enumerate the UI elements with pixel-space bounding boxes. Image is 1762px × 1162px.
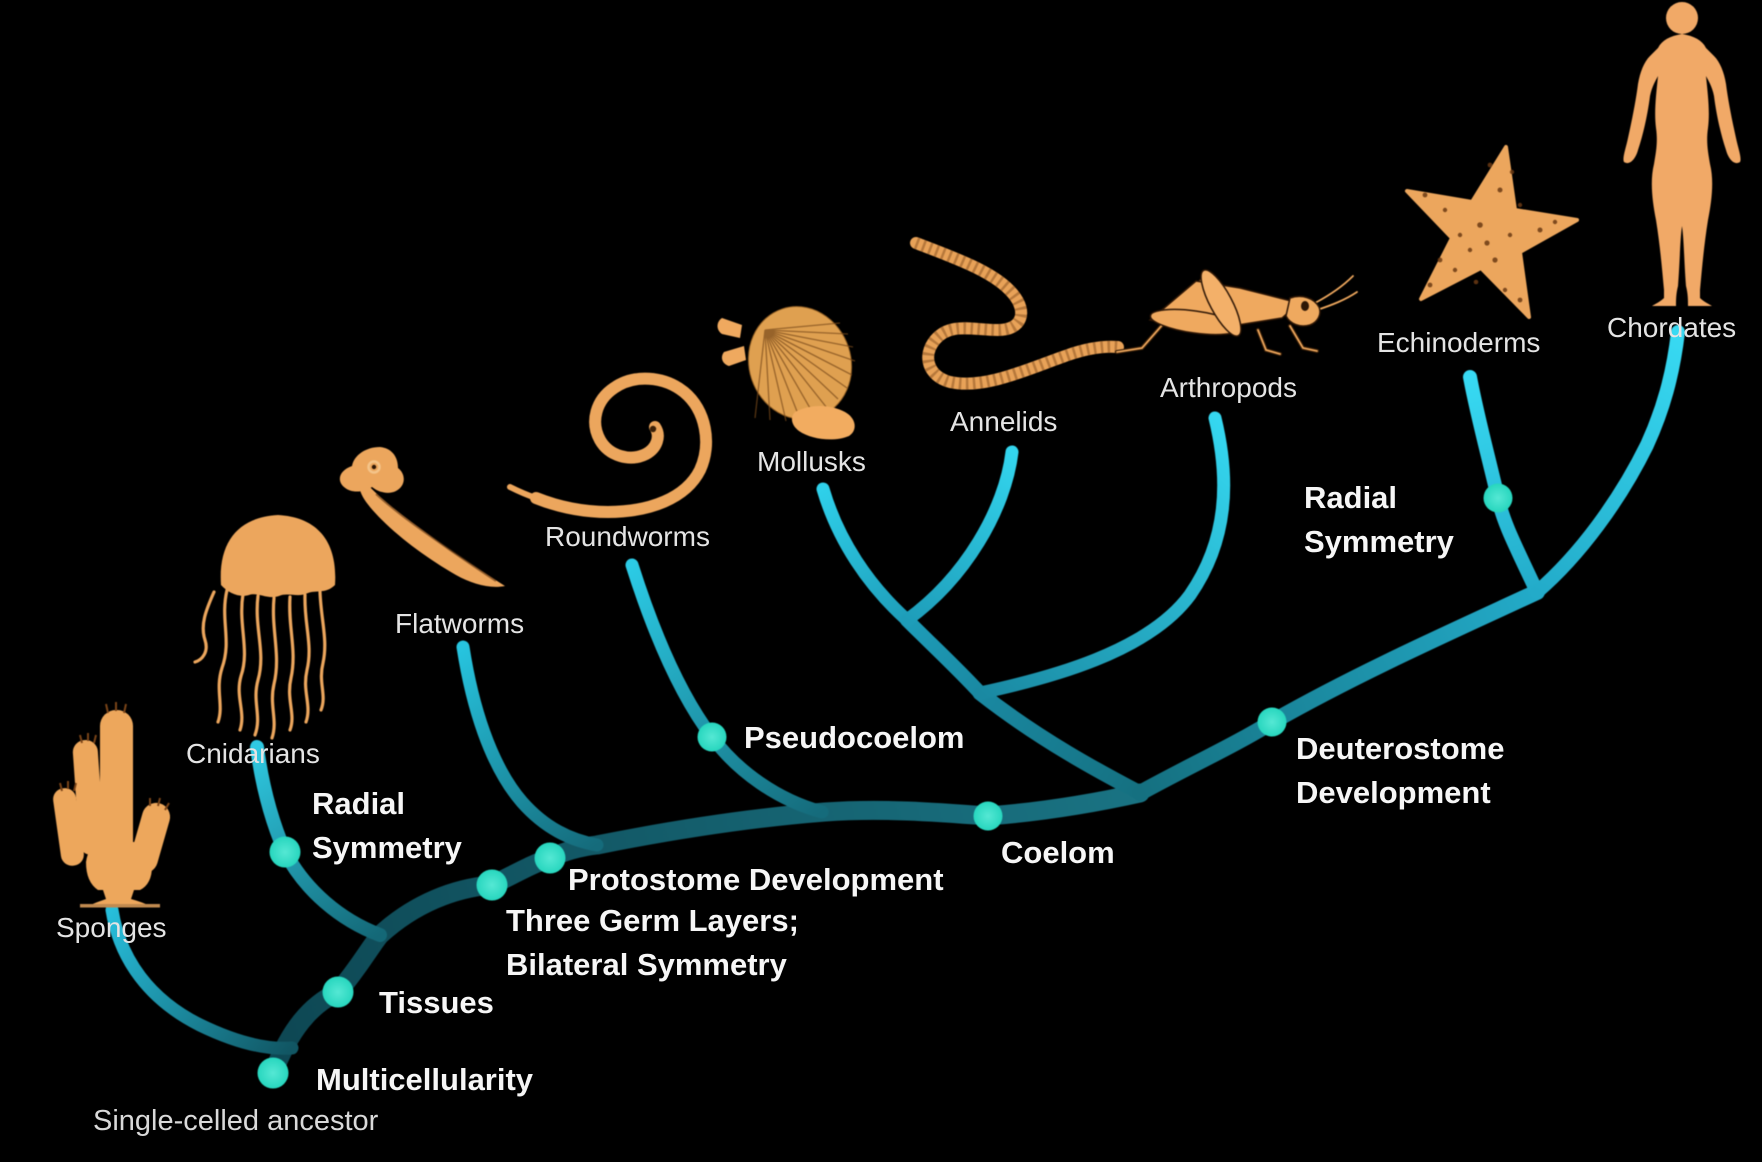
branch-arthropods (973, 411, 1231, 700)
grasshopper-icon (1115, 269, 1358, 356)
label-coelom: Coelom (1001, 835, 1115, 870)
branch-protostome-stem (972, 685, 1148, 801)
jellyfish-icon (193, 515, 336, 740)
sponge-icon (53, 702, 171, 908)
label-roundworms: Roundworms (545, 521, 710, 552)
branch-chordates (1530, 325, 1685, 599)
label-echinoderms: Echinoderms (1377, 327, 1541, 358)
node-radial-symmetry-echinoderms (1483, 483, 1513, 513)
label-protostome-development: Protostome Development (568, 862, 944, 897)
label-deuterostome-development: Deuterostome Development (1296, 731, 1505, 810)
node-pseudocoelom (697, 722, 727, 752)
label-radial-symmetry-cnidarians: Radial Symmetry (312, 786, 462, 865)
branch-deuterostome (1132, 584, 1545, 801)
branch-flatworms (456, 640, 604, 852)
node-coelom (973, 801, 1003, 831)
label-cnidarians: Cnidarians (186, 738, 320, 769)
branches (105, 325, 1685, 1083)
label-pseudocoelom: Pseudocoelom (744, 720, 965, 755)
node-radial-symmetry-cnidarians (269, 836, 301, 868)
branch-sponges (105, 903, 299, 1055)
flatworm-icon (339, 447, 505, 587)
node-three-germ-layers (476, 869, 508, 901)
branch-echinoderms (1463, 370, 1544, 599)
label-flatworms: Flatworms (395, 608, 525, 639)
node-protostome-development (534, 842, 566, 874)
label-three-germ-layers: Three Germ Layers; Bilateral Symmetry (506, 903, 799, 982)
node-tissues (322, 976, 354, 1008)
label-annelids: Annelids (950, 406, 1058, 437)
annelid-worm-icon (910, 237, 1124, 390)
label-sponges: Sponges (56, 912, 167, 943)
node-multicellularity (257, 1057, 289, 1089)
label-single-celled-ancestor: Single-celled ancestor (93, 1105, 379, 1137)
node-deuterostome-development (1257, 707, 1287, 737)
label-mollusks: Mollusks (757, 446, 866, 477)
branch-mollusks (816, 482, 914, 627)
branch-annelids (900, 445, 1019, 627)
branch-mollusk-annelid-stem (900, 613, 987, 700)
label-radial-symmetry-echinoderms: Radial Symmetry (1304, 480, 1454, 559)
label-chordates: Chordates (1607, 312, 1737, 343)
branch-trunk (263, 783, 1150, 1083)
trait-nodes (257, 483, 1513, 1089)
roundworm-icon (507, 372, 712, 519)
label-multicellularity: Multicellularity (316, 1062, 534, 1097)
human-icon (1623, 2, 1741, 306)
branch-roundworms (625, 558, 829, 819)
label-arthropods: Arthropods (1160, 372, 1297, 403)
starfish-icon (1405, 145, 1579, 319)
label-tissues: Tissues (379, 985, 494, 1020)
scallop-icon (717, 306, 856, 440)
